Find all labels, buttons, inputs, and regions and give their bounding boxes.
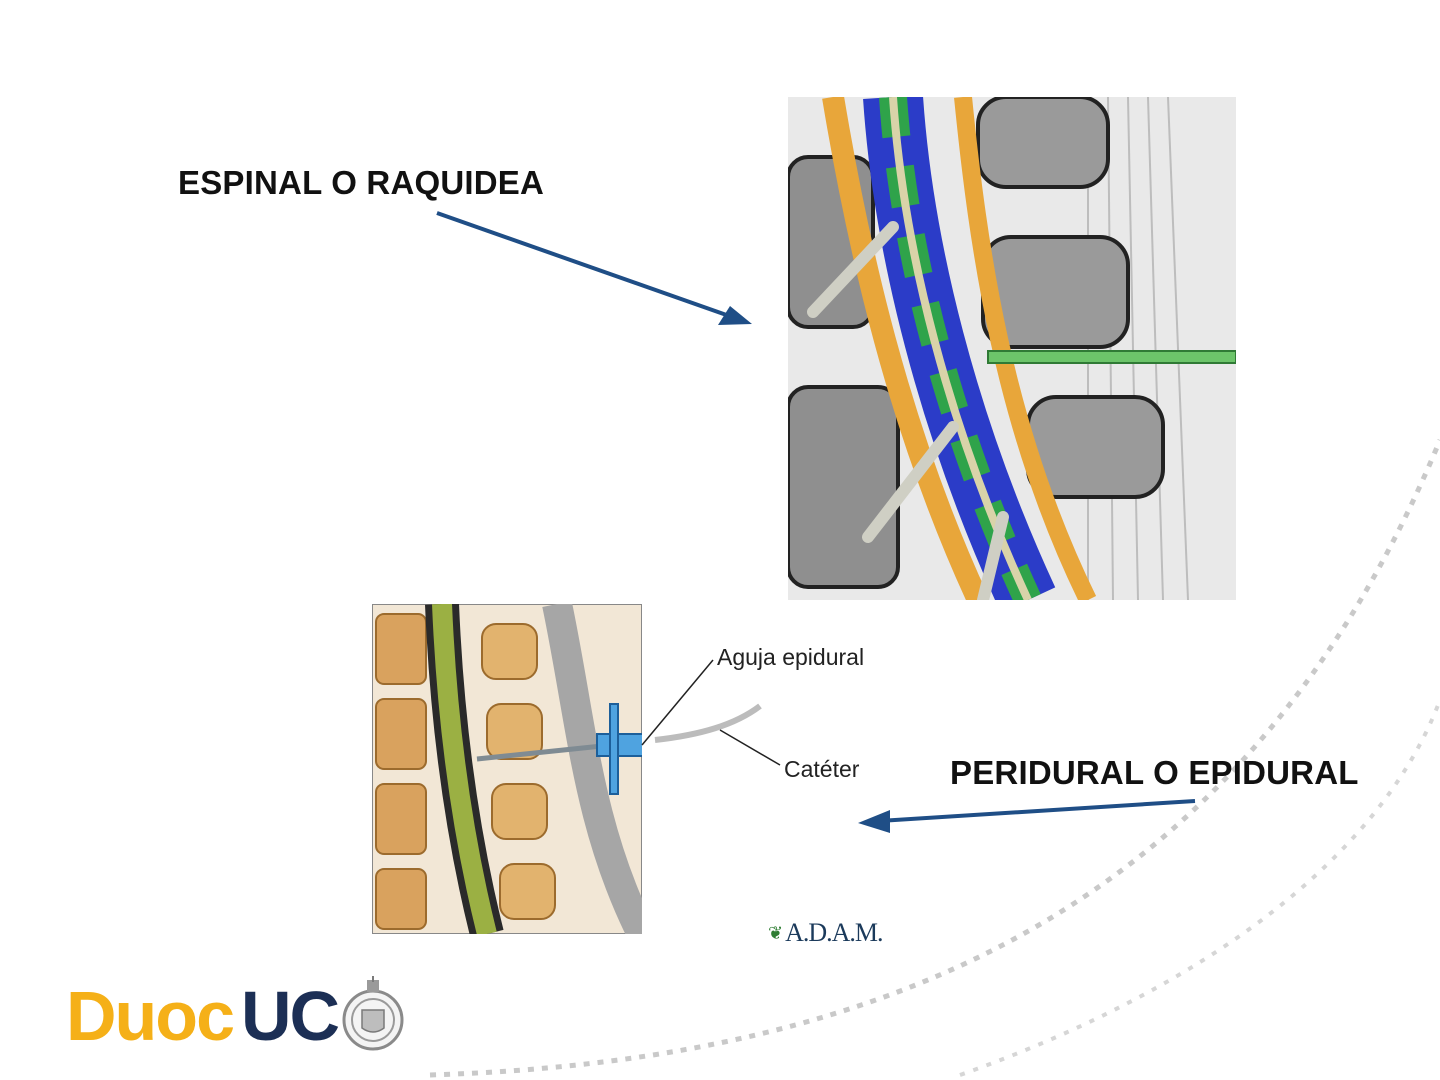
university-seal-icon xyxy=(342,976,404,1051)
duoc-uc-logo: Duoc UC xyxy=(66,976,406,1056)
leaf-icon: ❦ xyxy=(768,922,784,943)
logo-duoc-text: Duoc xyxy=(66,977,235,1055)
epidural-anesthesia-illustration xyxy=(372,604,642,934)
callout-cateter: Catéter xyxy=(784,756,860,782)
spinal-anesthesia-illustration xyxy=(788,97,1236,600)
label-peridural-epidural: PERIDURAL O EPIDURAL xyxy=(950,754,1359,791)
adam-credit: ❦ A.D.A.M. xyxy=(768,918,884,948)
callout-aguja-epidural: Aguja epidural xyxy=(717,644,865,670)
label-spinal-raquidea: ESPINAL O RAQUIDEA xyxy=(178,164,545,201)
logo-uc-text: UC xyxy=(241,977,340,1055)
adam-credit-text: A.D.A.M. xyxy=(785,918,883,947)
